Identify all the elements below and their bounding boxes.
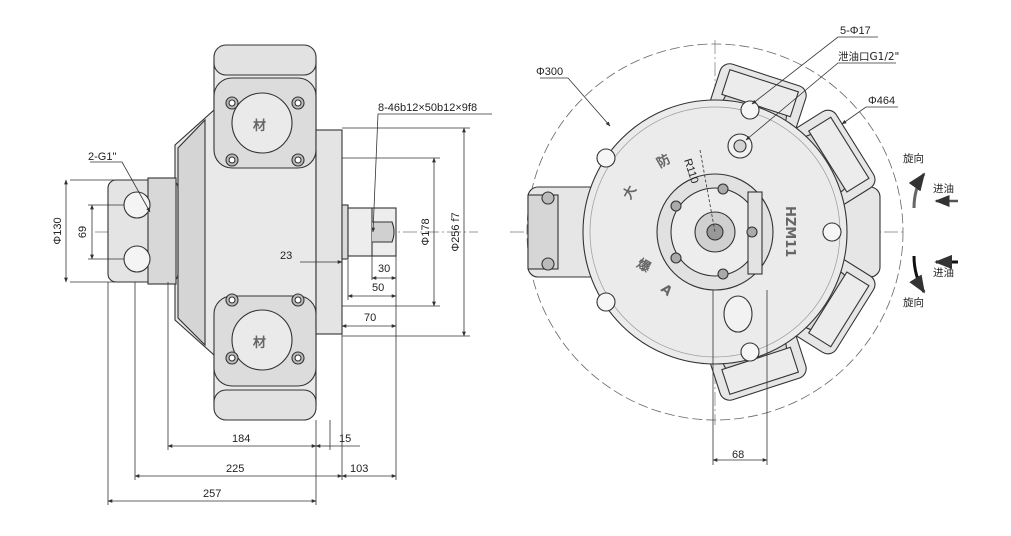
front-dimensions bbox=[540, 36, 898, 465]
side-view: 材 材 bbox=[95, 44, 478, 421]
side-dimensions bbox=[64, 113, 492, 505]
label-holes: 5-Φ17 bbox=[840, 25, 871, 37]
spline-label: 8-46b12×50b12×9f8 bbox=[378, 102, 477, 114]
mount-hole bbox=[596, 148, 616, 168]
svg-text:材: 材 bbox=[253, 335, 266, 351]
label-d300: Φ300 bbox=[536, 66, 563, 78]
label-inlet-bottom: 进油 bbox=[933, 266, 954, 279]
top-cap-cover bbox=[231, 92, 293, 154]
label-drain: 泄油口G1/2" bbox=[838, 50, 899, 63]
label-rotation-top: 旋向 bbox=[903, 152, 924, 165]
mount-hole bbox=[596, 292, 616, 312]
dim-103: 103 bbox=[350, 463, 368, 475]
svg-text:材: 材 bbox=[253, 118, 266, 134]
label-rotation-bottom: 旋向 bbox=[903, 296, 924, 309]
dim-15: 15 bbox=[339, 433, 351, 445]
mount-hole bbox=[740, 342, 760, 362]
rotation-arrow-top bbox=[908, 172, 926, 209]
mount-hole bbox=[822, 222, 842, 242]
dim-70: 70 bbox=[364, 312, 376, 324]
label-d464: Φ464 bbox=[868, 95, 895, 107]
mounting-flange bbox=[315, 129, 343, 335]
label-inlet-top: 进油 bbox=[933, 182, 954, 195]
dim-30: 30 bbox=[378, 263, 390, 275]
bottom-cap-cover bbox=[231, 309, 293, 371]
dim-23: 23 bbox=[280, 250, 292, 262]
dim-184: 184 bbox=[232, 433, 250, 445]
port-label: 2-G1" bbox=[88, 151, 116, 163]
dim-d178: Φ178 bbox=[420, 218, 432, 245]
model-text: HZM11 bbox=[782, 206, 797, 257]
dim-225: 225 bbox=[226, 463, 244, 475]
front-view bbox=[510, 40, 905, 425]
dim-d130: Φ130 bbox=[52, 217, 64, 244]
dim-d256: Φ256 f7 bbox=[450, 212, 462, 251]
dim-69: 69 bbox=[77, 226, 89, 238]
label-d68: 68 bbox=[732, 449, 744, 461]
dim-50: 50 bbox=[372, 282, 384, 294]
mount-hole bbox=[740, 100, 760, 120]
dim-257: 257 bbox=[203, 488, 221, 500]
rotation-arrow-bottom bbox=[909, 255, 926, 294]
flow-indicators bbox=[908, 172, 958, 294]
